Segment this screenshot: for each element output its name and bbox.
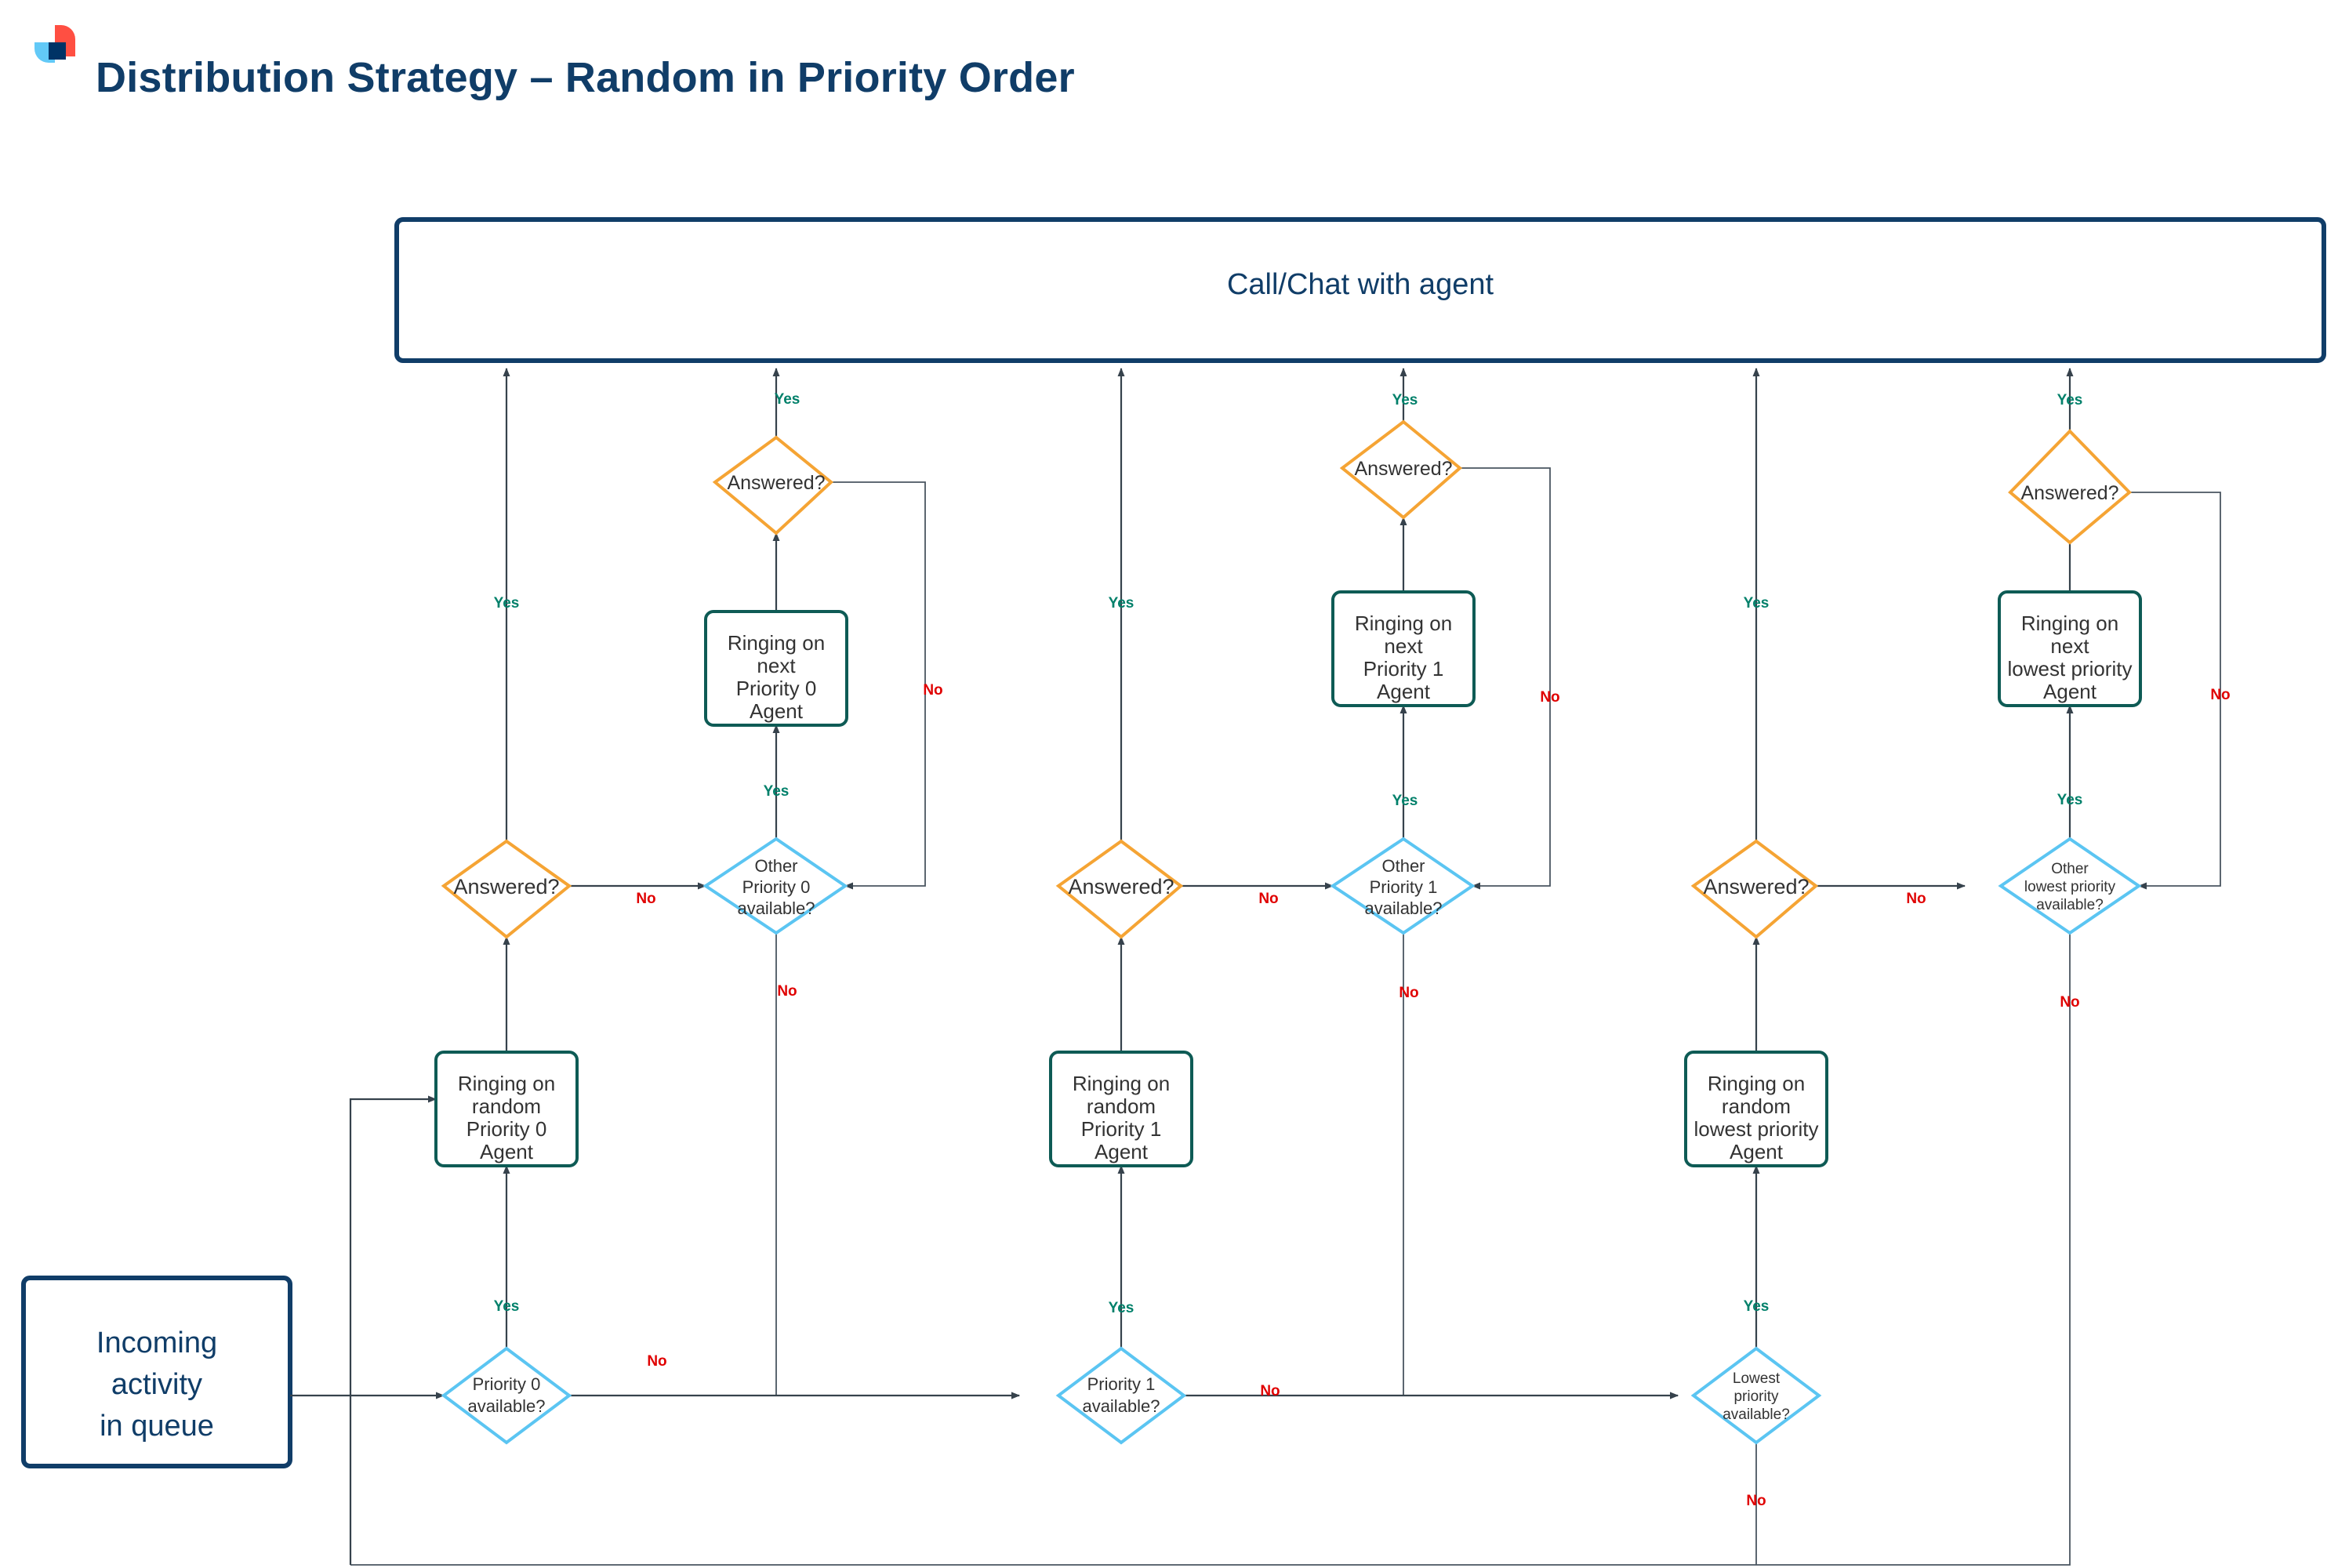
- node-label-line: available?: [737, 898, 815, 918]
- node-label-line: Agent: [480, 1140, 534, 1163]
- node-label-line: Priority 0: [466, 1117, 547, 1141]
- node-label-line: Ringing on: [728, 631, 825, 655]
- terminal-start-line-1: Incoming: [96, 1327, 217, 1359]
- terminal-call-chat-with-agent: Call/Chat with agent: [394, 217, 2326, 363]
- edge-label-no: No: [1258, 891, 1278, 907]
- node-label-line: lowest priority: [2008, 657, 2133, 681]
- node-label-line: Priority 0: [736, 677, 817, 700]
- node-lowest-priority-ring-next[interactable]: Ringing on next lowest priority Agent: [1998, 590, 2142, 707]
- edge-label-no: No: [1540, 689, 1559, 706]
- node-label-line: Answered?: [727, 472, 825, 494]
- edge-label-yes: Yes: [494, 1298, 520, 1315]
- edge-label-no: No: [1399, 985, 1418, 1001]
- node-label-line: lowest priority: [2024, 879, 2116, 895]
- node-label-line: Answered?: [1068, 875, 1174, 898]
- node-label-line: Agent: [2043, 680, 2097, 703]
- node-label-line: Answered?: [2020, 482, 2118, 504]
- edge-label-yes: Yes: [1109, 1300, 1134, 1316]
- node-label-line: Ringing on: [458, 1072, 555, 1095]
- node-priority-0-gate[interactable]: Priority 0 available?: [441, 1346, 572, 1445]
- terminal-start-line-2: activity: [111, 1368, 202, 1401]
- node-label-line: available?: [1082, 1396, 1160, 1416]
- node-lowest-priority-other-available[interactable]: Other lowest priority available?: [1998, 837, 2142, 935]
- node-priority-1-other-available[interactable]: Other Priority 1 available?: [1330, 837, 1476, 935]
- edge-label-yes: Yes: [2057, 392, 2083, 408]
- node-label-line: Agent: [1377, 680, 1431, 703]
- edge-label-yes: Yes: [1109, 595, 1134, 612]
- node-label-line: Lowest: [1733, 1370, 1781, 1387]
- node-label-line: Answered?: [453, 875, 559, 898]
- node-label-line: available?: [1723, 1406, 1790, 1423]
- node-label-line: next: [1384, 634, 1423, 658]
- brand-logo-icon: [28, 22, 78, 75]
- node-label-line: Ringing on: [1355, 612, 1452, 635]
- node-label-line: Agent: [1095, 1140, 1149, 1163]
- edge-label-layer: Yes No Yes No Yes Yes No No Yes No Yes N…: [494, 391, 2231, 1509]
- node-label-line: Ringing on: [2021, 612, 2118, 635]
- node-label-line: available?: [1364, 898, 1442, 918]
- node-label-line: lowest priority: [1694, 1117, 1819, 1141]
- node-label-line: Priority 0: [473, 1374, 541, 1394]
- node-lowest-priority-answered-2[interactable]: Answered?: [2008, 429, 2132, 545]
- edge-label-yes: Yes: [1744, 1298, 1770, 1315]
- node-priority-1-answered-1[interactable]: Answered?: [1055, 839, 1184, 939]
- node-label-line: next: [757, 654, 796, 677]
- node-priority-0-ring-next[interactable]: Ringing on next Priority 0 Agent: [704, 610, 848, 727]
- node-label-line: available?: [467, 1396, 545, 1416]
- node-label-line: Priority 1: [1087, 1374, 1156, 1394]
- edge-label-no: No: [923, 682, 942, 699]
- node-priority-1-gate[interactable]: Priority 1 available?: [1055, 1346, 1187, 1445]
- terminal-incoming-activity: Priority 0 Incoming activity in queue: [21, 1276, 292, 1468]
- edge-label-yes: Yes: [764, 783, 790, 800]
- edge-label-yes: Yes: [1392, 793, 1418, 809]
- node-label-line: Other: [2051, 861, 2089, 877]
- page-title: Distribution Strategy – Random in Priori…: [96, 54, 1075, 101]
- terminal-top-label: Call/Chat with agent: [1227, 268, 1494, 301]
- node-label-line: Other: [1381, 856, 1425, 876]
- edge-layer: [290, 368, 2221, 1566]
- node-priority-0-other-available[interactable]: Other Priority 0 available?: [702, 837, 848, 935]
- node-label-line: Priority 1: [1081, 1117, 1162, 1141]
- edge-label-no: No: [2060, 994, 2079, 1011]
- node-label-line: Priority 1: [1370, 877, 1438, 897]
- node-label-line: random: [1722, 1094, 1791, 1118]
- edge-label-no: No: [2210, 687, 2230, 703]
- node-label-line: random: [472, 1094, 541, 1118]
- edge-label-yes: Yes: [1744, 595, 1770, 612]
- terminal-start-line-3: in queue: [100, 1410, 214, 1443]
- edge-label-no: No: [1906, 891, 1926, 907]
- node-priority-0-answered-2[interactable]: Answered?: [712, 435, 834, 535]
- node-lowest-priority-gate[interactable]: Lowest priority available?: [1690, 1346, 1822, 1445]
- node-label-line: Other: [754, 856, 797, 876]
- node-label-line: priority: [1733, 1388, 1779, 1405]
- edge-label-no: No: [647, 1353, 666, 1370]
- edge-label-yes: Yes: [2057, 792, 2083, 808]
- node-priority-1-ring-next[interactable]: Ringing on next Priority 1 Agent: [1331, 590, 1476, 707]
- node-label-line: available?: [2036, 897, 2104, 913]
- node-label-line: Answered?: [1703, 875, 1809, 898]
- edge-label-yes: Yes: [775, 391, 800, 408]
- node-label-line: next: [2050, 634, 2089, 658]
- node-label-line: Agent: [1730, 1140, 1784, 1163]
- node-priority-1-answered-2[interactable]: Answered?: [1339, 419, 1463, 520]
- edge-label-no: No: [1260, 1383, 1280, 1399]
- edge-label-no: No: [777, 983, 797, 1000]
- node-label-line: Priority 1: [1363, 657, 1444, 681]
- edge-label-yes: Yes: [494, 595, 520, 612]
- node-label-line: random: [1087, 1094, 1156, 1118]
- node-label-line: Ringing on: [1073, 1072, 1170, 1095]
- node-label-line: Priority 0: [742, 877, 811, 897]
- node-label-line: Answered?: [1354, 458, 1452, 480]
- node-priority-0-answered-1[interactable]: Answered?: [441, 839, 572, 939]
- node-priority-1-ring-random[interactable]: Ringing on random Priority 1 Agent: [1049, 1051, 1193, 1167]
- edge-label-yes: Yes: [1392, 392, 1418, 408]
- node-label-line: Agent: [750, 699, 804, 723]
- node-label-line: Ringing on: [1708, 1072, 1805, 1095]
- edge-label-no: No: [636, 891, 655, 907]
- node-lowest-priority-answered-1[interactable]: Answered?: [1690, 839, 1819, 939]
- edge-label-no: No: [1746, 1493, 1766, 1509]
- node-priority-0-ring-random[interactable]: Ringing on random Priority 0 Agent: [434, 1051, 579, 1167]
- node-lowest-priority-ring-random[interactable]: Ringing on random lowest priority Agent: [1684, 1051, 1828, 1167]
